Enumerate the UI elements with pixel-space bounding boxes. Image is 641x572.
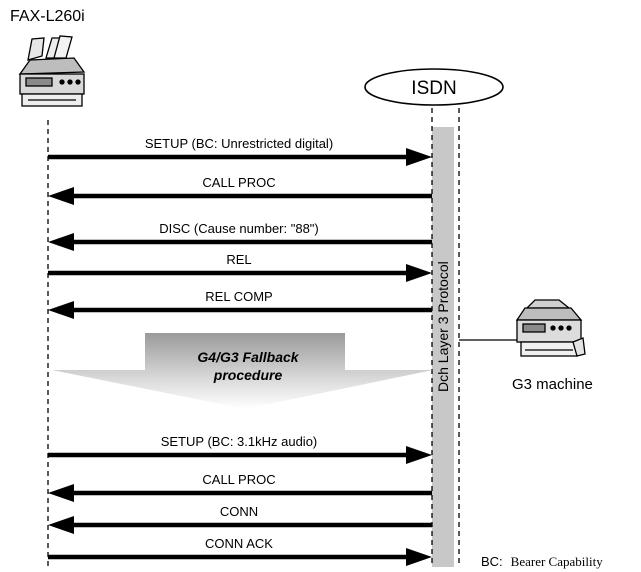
- message-label: CALL PROC: [202, 472, 275, 487]
- message-label: SETUP (BC: Unrestricted digital): [145, 136, 333, 151]
- message-arrow: CALL PROC: [48, 175, 432, 205]
- message-arrow: REL: [48, 252, 432, 282]
- message-label: REL: [226, 252, 251, 267]
- message-arrow-head: [48, 516, 74, 534]
- message-arrows: SETUP (BC: Unrestricted digital) CALL PRO…: [48, 136, 432, 566]
- message-label: CONN: [220, 504, 258, 519]
- isdn-ellipse: [364, 68, 504, 106]
- footnote: BC: Bearer Capability: [481, 553, 603, 570]
- message-arrow-head: [48, 187, 74, 205]
- protocol-bar: [432, 127, 454, 567]
- message-arrow-head: [48, 301, 74, 319]
- message-arrow: DISC (Cause number: "88"): [48, 221, 432, 251]
- fax-machine-icon: [515, 299, 586, 357]
- message-label: SETUP (BC: 3.1kHz audio): [161, 434, 318, 449]
- message-label: CALL PROC: [202, 175, 275, 190]
- fallback-line2: procedure: [213, 367, 283, 383]
- message-arrow-head: [406, 548, 432, 566]
- message-arrow-head: [48, 233, 74, 251]
- right-device-label: G3 machine: [512, 376, 593, 393]
- fallback-arrow-shape: [52, 333, 433, 409]
- message-arrow: CALL PROC: [48, 472, 432, 502]
- message-label: REL COMP: [205, 289, 272, 304]
- left-device-label: FAX-L260i: [10, 8, 85, 25]
- message-arrow: CONN: [48, 504, 432, 534]
- message-arrow: CONN ACK: [48, 536, 432, 566]
- fax-machine-icon: [18, 35, 86, 107]
- message-arrow-head: [406, 264, 432, 282]
- message-label: CONN ACK: [205, 536, 273, 551]
- message-label: DISC (Cause number: "88"): [159, 221, 319, 236]
- isdn-label: ISDN: [411, 78, 456, 99]
- message-arrow-head: [406, 446, 432, 464]
- message-arrow: SETUP (BC: 3.1kHz audio): [48, 434, 432, 464]
- message-arrow: SETUP (BC: Unrestricted digital): [48, 136, 432, 166]
- message-arrow: REL COMP: [48, 289, 432, 319]
- fallback-line1: G4/G3 Fallback: [197, 349, 299, 365]
- protocol-bar-label: Dch Layer 3 Protocol: [435, 261, 451, 392]
- footnote-text: Bearer Capability: [511, 554, 604, 569]
- message-arrow-head: [48, 484, 74, 502]
- footnote-abbr: BC:: [481, 554, 503, 569]
- message-arrow-head: [406, 148, 432, 166]
